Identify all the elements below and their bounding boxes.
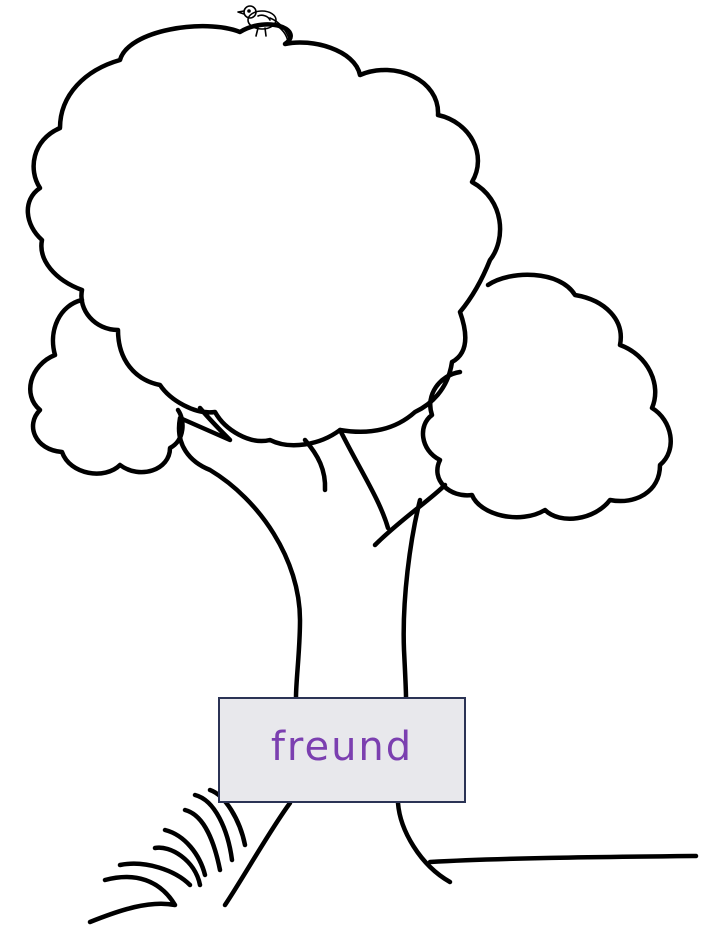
tree-trunk-left <box>176 405 303 700</box>
word-label: freund <box>270 724 414 770</box>
ground-line <box>427 853 699 865</box>
tree-canopy-main <box>25 22 503 448</box>
tree-trunk-right <box>337 427 448 700</box>
tree-canopy-left <box>28 297 185 476</box>
bird-icon <box>237 5 291 43</box>
word-card[interactable]: freund <box>218 697 466 803</box>
tree-branch <box>302 437 328 493</box>
tree-canopy-right <box>420 272 673 521</box>
grass-tuft <box>87 787 248 925</box>
tree-root-right <box>395 800 453 885</box>
tree-root-left <box>222 800 293 908</box>
